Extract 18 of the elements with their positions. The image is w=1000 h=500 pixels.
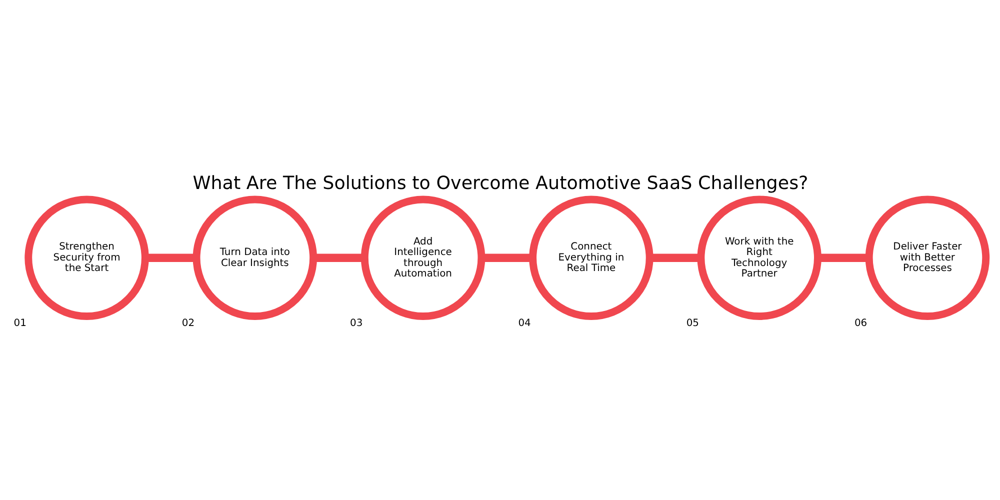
- node-circle: Strengthen Security from the Start: [24, 196, 148, 320]
- connector: [146, 254, 194, 262]
- node-label: 03: [350, 318, 362, 329]
- node-circle: Connect Everything in Real Time: [528, 196, 653, 320]
- node-label: 01: [13, 318, 26, 329]
- node-label: 05: [686, 318, 698, 329]
- connector: [650, 254, 699, 262]
- node-label: 06: [854, 318, 867, 329]
- connector: [314, 254, 362, 262]
- node-circle: Deliver Faster with Better Processes: [864, 196, 990, 320]
- node-circle: Turn Data into Clear Insights: [192, 196, 317, 320]
- node-label: 04: [518, 318, 530, 329]
- connector: [819, 254, 867, 262]
- connector: [482, 254, 530, 262]
- diagram-title: What Are The Solutions to Overcome Automotive SaaS Challenges?: [192, 173, 808, 194]
- node-circle: Work with the Right Technology Partner: [696, 196, 821, 320]
- node-label: 02: [181, 318, 194, 329]
- node-circle: Add Intelligence through Automation: [360, 196, 485, 320]
